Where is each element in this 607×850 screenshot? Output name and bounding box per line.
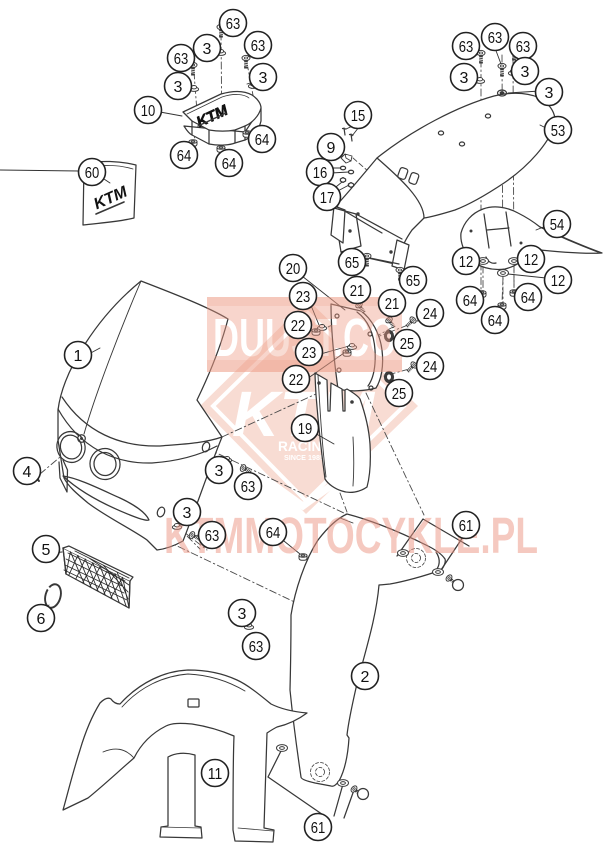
svg-text:10: 10 xyxy=(141,103,156,120)
svg-text:61: 61 xyxy=(311,820,326,837)
svg-text:25: 25 xyxy=(392,386,407,403)
svg-text:64: 64 xyxy=(463,293,478,310)
svg-text:17: 17 xyxy=(320,190,335,207)
svg-text:63: 63 xyxy=(241,479,256,496)
svg-text:63: 63 xyxy=(249,639,264,656)
svg-text:12: 12 xyxy=(524,252,539,269)
svg-text:63: 63 xyxy=(459,39,474,56)
svg-text:65: 65 xyxy=(345,255,360,272)
svg-text:63: 63 xyxy=(226,16,241,33)
svg-text:64: 64 xyxy=(222,156,237,173)
svg-text:3: 3 xyxy=(545,85,554,102)
svg-text:2: 2 xyxy=(361,669,370,686)
svg-text:11: 11 xyxy=(208,766,223,783)
svg-text:64: 64 xyxy=(177,148,192,165)
svg-text:22: 22 xyxy=(291,318,306,335)
svg-text:19: 19 xyxy=(298,421,313,438)
svg-text:64: 64 xyxy=(266,525,281,542)
svg-text:53: 53 xyxy=(551,123,566,140)
svg-text:9: 9 xyxy=(327,140,336,157)
svg-text:23: 23 xyxy=(302,345,317,362)
svg-text:65: 65 xyxy=(406,273,421,290)
svg-text:6: 6 xyxy=(37,611,46,628)
svg-text:3: 3 xyxy=(183,505,192,522)
svg-text:25: 25 xyxy=(400,336,415,353)
svg-text:64: 64 xyxy=(521,290,536,307)
svg-text:3: 3 xyxy=(460,70,469,87)
svg-text:RACING: RACING xyxy=(278,438,332,454)
svg-text:3: 3 xyxy=(215,463,224,480)
svg-text:3: 3 xyxy=(521,64,530,81)
svg-text:12: 12 xyxy=(551,273,566,290)
svg-text:4: 4 xyxy=(23,464,32,481)
svg-text:61: 61 xyxy=(459,518,474,535)
svg-text:64: 64 xyxy=(488,313,503,330)
svg-text:23: 23 xyxy=(296,289,311,306)
svg-text:54: 54 xyxy=(550,217,565,234)
svg-text:3: 3 xyxy=(174,79,183,96)
svg-text:24: 24 xyxy=(423,306,438,323)
svg-text:1: 1 xyxy=(74,348,83,365)
svg-text:3: 3 xyxy=(203,41,212,58)
svg-text:22: 22 xyxy=(289,372,304,389)
svg-text:12: 12 xyxy=(459,254,474,271)
svg-text:16: 16 xyxy=(313,165,328,182)
svg-text:SINCE 1985: SINCE 1985 xyxy=(284,453,324,462)
svg-text:15: 15 xyxy=(351,108,366,125)
svg-text:21: 21 xyxy=(385,296,400,313)
svg-text:63: 63 xyxy=(174,51,189,68)
svg-text:20: 20 xyxy=(286,261,301,278)
svg-text:63: 63 xyxy=(205,528,220,545)
svg-text:3: 3 xyxy=(259,70,268,87)
svg-text:5: 5 xyxy=(42,542,51,559)
svg-text:63: 63 xyxy=(488,30,503,47)
svg-text:64: 64 xyxy=(255,132,270,149)
svg-text:60: 60 xyxy=(85,165,100,182)
svg-text:63: 63 xyxy=(251,38,266,55)
svg-text:3: 3 xyxy=(238,606,247,623)
svg-text:21: 21 xyxy=(350,283,365,300)
svg-text:63: 63 xyxy=(516,39,531,56)
svg-text:24: 24 xyxy=(423,359,438,376)
